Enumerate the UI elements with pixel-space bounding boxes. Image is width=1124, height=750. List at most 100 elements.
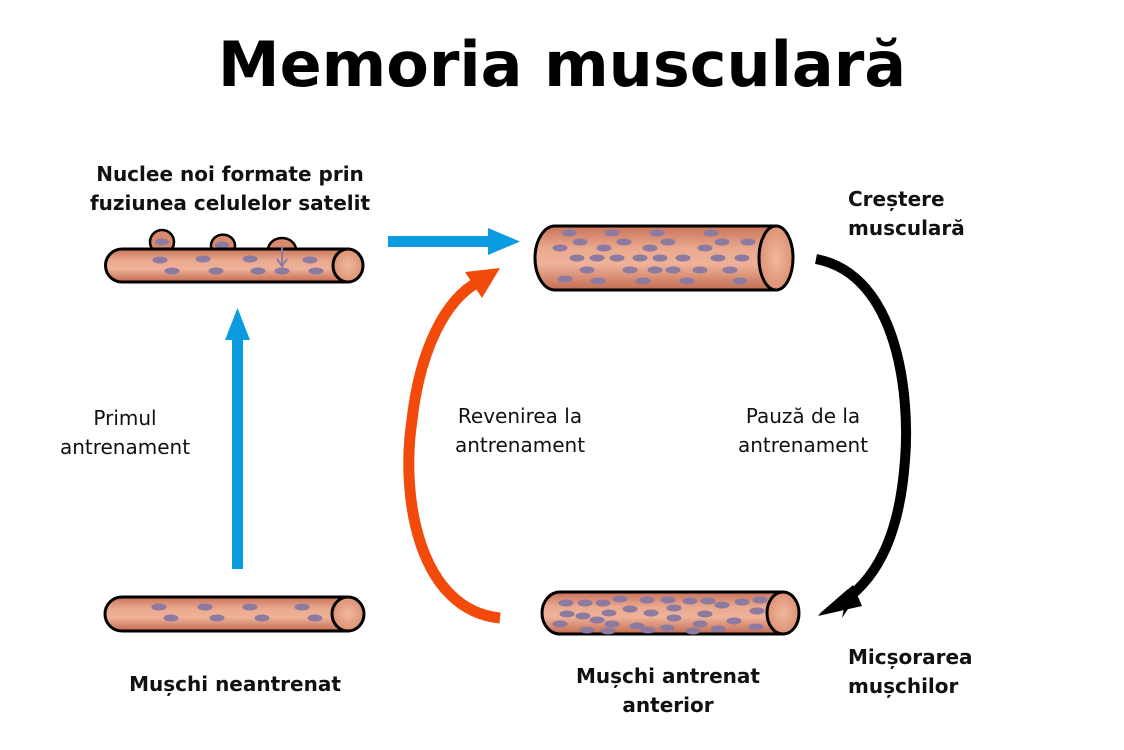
nucleus: [692, 266, 708, 274]
nucleus: [195, 255, 211, 263]
nucleus: [596, 244, 612, 252]
nucleus: [209, 614, 225, 622]
nucleus: [308, 267, 324, 275]
nucleus: [679, 277, 695, 285]
nucleus: [579, 626, 595, 634]
nucleus: [590, 277, 606, 285]
nucleus: [589, 616, 605, 624]
nucleus: [569, 254, 585, 262]
nucleus: [642, 244, 658, 252]
nucleus: [697, 244, 713, 252]
nucleus: [632, 254, 648, 262]
nucleus: [197, 603, 213, 611]
nucleus: [629, 622, 645, 630]
nucleus: [697, 610, 713, 618]
nucleus: [660, 596, 676, 604]
nucleus: [652, 254, 668, 262]
label-shrinkage: Micșorarea mușchilor: [848, 645, 973, 698]
nucleus: [307, 614, 323, 622]
nucleus: [604, 620, 620, 628]
nucleus: [601, 609, 617, 617]
nucleus: [682, 597, 698, 605]
nuclei-group: [151, 603, 323, 622]
nucleus: [164, 267, 180, 275]
nucleus: [622, 605, 638, 613]
nucleus: [561, 229, 577, 237]
label-previously-trained: Mușchi antrenat anterior: [576, 664, 760, 717]
nuclei-group: [152, 255, 324, 275]
nucleus: [714, 601, 730, 609]
label-new-nuclei: Nuclee noi formate prin fuziunea celulel…: [89, 162, 371, 215]
nucleus: [734, 598, 750, 606]
nucleus: [700, 597, 716, 605]
nucleus: [294, 603, 310, 611]
nucleus: [649, 229, 665, 237]
nucleus: [609, 254, 625, 262]
nucleus: [710, 254, 726, 262]
nucleus: [163, 614, 179, 622]
nucleus: [639, 596, 655, 604]
return-training-arrow: [403, 268, 501, 624]
nucleus: [552, 620, 568, 628]
nucleus: [732, 277, 748, 285]
nucleus: [274, 267, 290, 275]
nucleus: [579, 266, 595, 274]
nucleus: [675, 254, 691, 262]
nucleus: [208, 267, 224, 275]
nucleus: [726, 617, 742, 625]
nucleus: [666, 604, 682, 612]
nucleus: [734, 254, 750, 262]
nucleus: [710, 625, 726, 633]
nucleus: [722, 266, 738, 274]
nucleus: [600, 627, 616, 635]
nucleus: [703, 229, 719, 237]
nucleus: [242, 603, 258, 611]
nucleus: [659, 624, 675, 632]
nucleus: [616, 238, 632, 246]
nucleus: [612, 595, 628, 603]
nucleus: [714, 238, 730, 246]
previously-trained-fiber: [540, 590, 801, 636]
first-training-arrow: [225, 308, 250, 569]
nucleus: [604, 229, 620, 237]
nucleus: [302, 256, 318, 264]
nucleus: [622, 266, 638, 274]
label-first-training: Primul antrenament: [59, 406, 191, 459]
label-return-training: Revenirea la antrenament: [454, 404, 586, 457]
nucleus: [552, 244, 568, 252]
label-growth: Creștere musculară: [848, 187, 965, 240]
nucleus: [647, 266, 663, 274]
growth-arrow: [388, 228, 520, 255]
nucleus: [595, 599, 611, 607]
nucleus: [752, 596, 768, 604]
nucleus: [685, 627, 701, 635]
label-training-pause: Pauză de la antrenament: [737, 404, 869, 457]
nucleus: [242, 255, 258, 263]
nucleus: [640, 626, 656, 634]
nucleus: [577, 599, 593, 607]
page-title: Memoria musculară: [217, 28, 907, 101]
nucleus: [666, 614, 682, 622]
label-untrained-muscle: Mușchi neantrenat: [129, 672, 341, 696]
nucleus: [748, 623, 764, 631]
nuclei-group: [552, 229, 756, 285]
nucleus: [635, 277, 651, 285]
nucleus: [557, 275, 573, 283]
nucleus: [643, 609, 659, 617]
nucleus: [589, 254, 605, 262]
nucleus: [740, 238, 756, 246]
nucleus: [660, 238, 676, 246]
nucleus: [749, 607, 765, 615]
nucleus: [692, 620, 708, 628]
nucleus: [152, 256, 168, 264]
nucleus: [254, 614, 270, 622]
nucleus: [151, 603, 167, 611]
nucleus: [665, 266, 681, 274]
nucleus: [575, 612, 591, 620]
nucleus: [572, 238, 588, 246]
nuclei-group: [552, 595, 768, 635]
nucleus: [559, 610, 575, 618]
grown-muscle-fiber: [533, 224, 795, 292]
training-pause-arrow: [814, 254, 912, 618]
